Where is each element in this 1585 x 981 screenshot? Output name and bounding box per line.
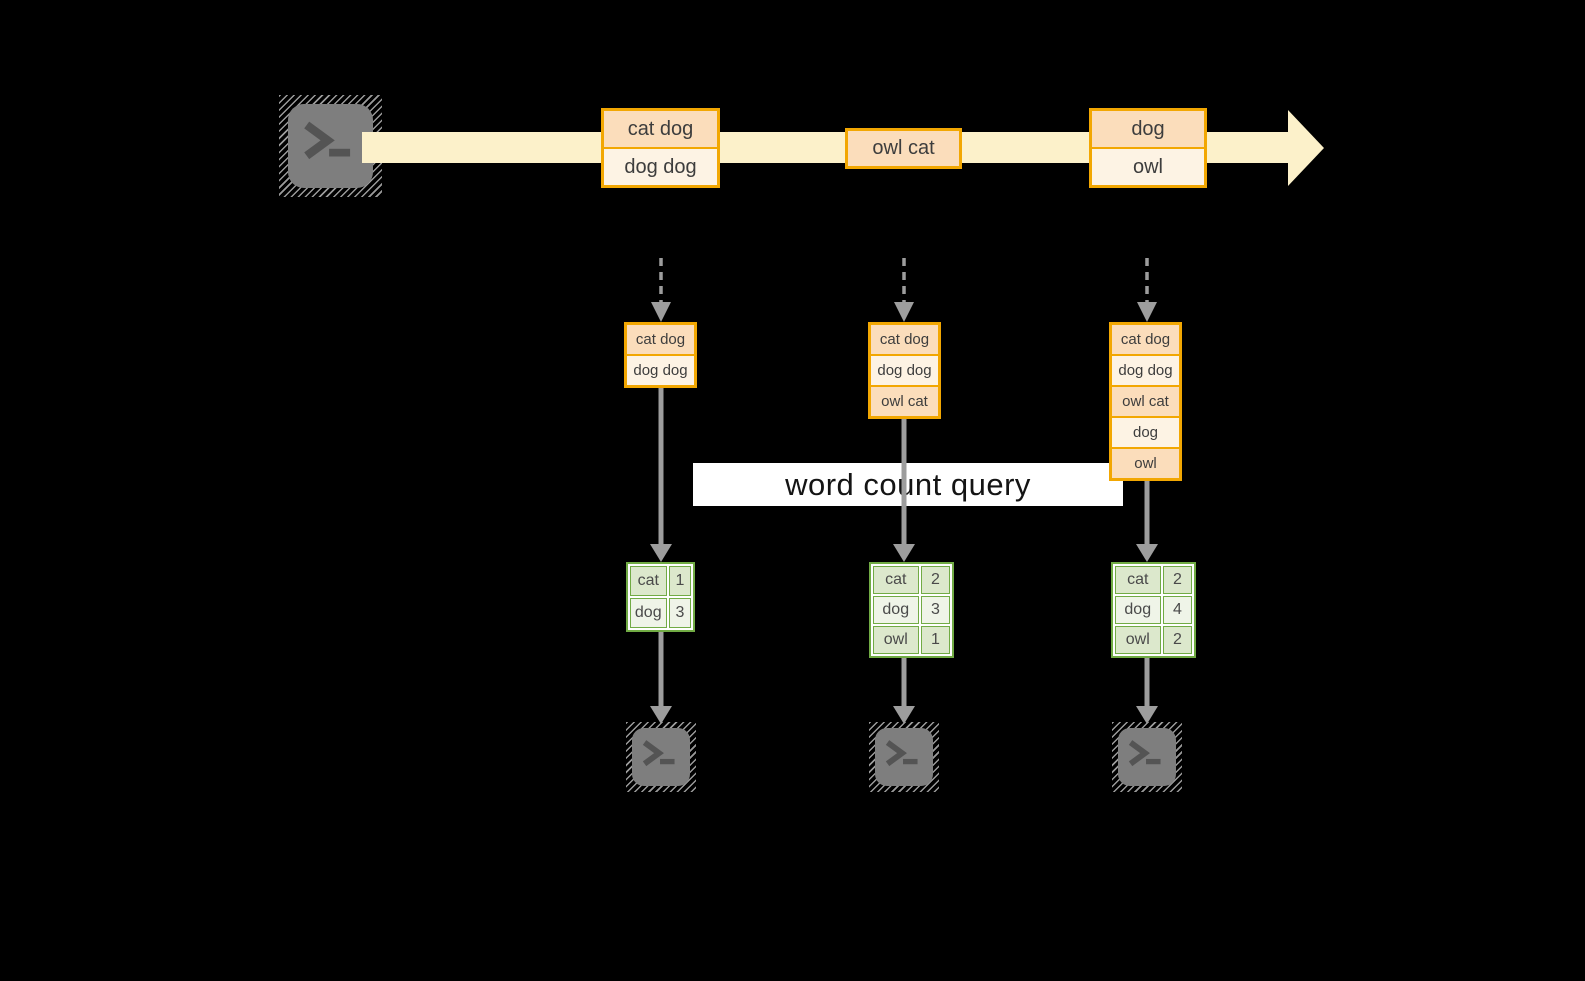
count-word: cat xyxy=(873,566,919,594)
stream-batch-2: owl cat xyxy=(845,128,962,169)
query-arrow-icon xyxy=(893,419,915,562)
count-word: owl xyxy=(873,626,919,654)
state-record: dog dog xyxy=(627,356,694,385)
count-word: dog xyxy=(873,596,919,624)
count-value: 1 xyxy=(921,626,950,654)
count-value: 4 xyxy=(1163,596,1192,624)
state-record: owl cat xyxy=(871,387,938,416)
sink-terminal-icon xyxy=(875,728,933,786)
sink-terminal-hatch xyxy=(1112,722,1182,792)
count-table-1: cat 1 dog 3 xyxy=(626,562,695,632)
record: owl xyxy=(1092,149,1204,185)
sink-arrow-icon xyxy=(1136,658,1158,724)
record: dog dog xyxy=(604,149,717,185)
state-record: cat dog xyxy=(871,325,938,354)
terminal-prompt-icon xyxy=(1128,740,1161,767)
count-value: 3 xyxy=(921,596,950,624)
stream-batch-3: dog owl xyxy=(1089,108,1207,188)
sink-terminal-hatch xyxy=(626,722,696,792)
count-value: 1 xyxy=(669,566,691,596)
count-table-2: cat 2 dog 3 owl 1 xyxy=(869,562,954,658)
terminal-prompt-icon xyxy=(304,121,351,160)
dashed-arrow-icon xyxy=(651,258,671,322)
state-record: dog dog xyxy=(871,356,938,385)
state-record: dog dog xyxy=(1112,356,1179,385)
sink-arrow-icon xyxy=(893,658,915,724)
query-arrow-icon xyxy=(1136,481,1158,562)
count-word: cat xyxy=(630,566,667,596)
count-value: 2 xyxy=(1163,566,1192,594)
state-record: owl xyxy=(1112,449,1179,478)
count-value: 2 xyxy=(921,566,950,594)
state-record: owl cat xyxy=(1112,387,1179,416)
sink-terminal-icon xyxy=(1118,728,1176,786)
sink-arrow-icon xyxy=(650,632,672,724)
count-word: cat xyxy=(1115,566,1161,594)
terminal-prompt-icon xyxy=(642,740,675,767)
state-record: cat dog xyxy=(627,325,694,354)
count-value: 2 xyxy=(1163,626,1192,654)
record: dog xyxy=(1092,111,1204,147)
count-table-3: cat 2 dog 4 owl 2 xyxy=(1111,562,1196,658)
dashed-arrow-icon xyxy=(1137,258,1157,322)
stream-batch-1: cat dog dog dog xyxy=(601,108,720,188)
query-label: word count query xyxy=(693,463,1123,506)
state-stack-3: cat dog dog dog owl cat dog owl xyxy=(1109,322,1182,481)
count-word: dog xyxy=(1115,596,1161,624)
terminal-prompt-icon xyxy=(885,740,918,767)
count-word: dog xyxy=(630,598,667,628)
count-word: owl xyxy=(1115,626,1161,654)
state-record: dog xyxy=(1112,418,1179,447)
sink-terminal-icon xyxy=(632,728,690,786)
record: cat dog xyxy=(604,111,717,147)
sink-terminal-hatch xyxy=(869,722,939,792)
dashed-arrow-icon xyxy=(894,258,914,322)
count-value: 3 xyxy=(669,598,691,628)
source-terminal-icon xyxy=(288,104,373,188)
state-stack-1: cat dog dog dog xyxy=(624,322,697,388)
stream-arrowhead-icon xyxy=(1288,110,1324,186)
record: owl cat xyxy=(848,131,959,166)
query-arrow-icon xyxy=(650,388,672,562)
state-record: cat dog xyxy=(1112,325,1179,354)
state-stack-2: cat dog dog dog owl cat xyxy=(868,322,941,419)
